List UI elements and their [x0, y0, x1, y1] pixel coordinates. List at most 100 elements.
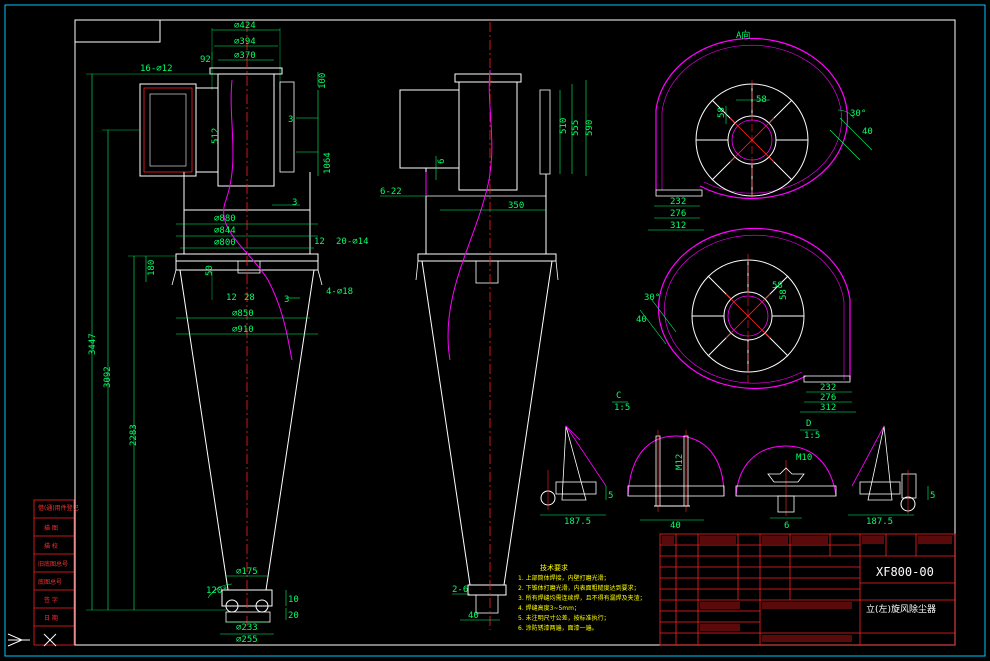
- dim-180: 180: [147, 260, 157, 276]
- details: [540, 401, 929, 521]
- dim-58b: 58: [717, 107, 727, 118]
- dim-d800: ⌀800: [214, 238, 236, 248]
- dim-d233: ⌀233: [236, 623, 258, 633]
- title-block-text: XF800-00 立(左)旋风除尘器: [866, 565, 936, 615]
- note-line-1: 1. 上部筒体焊接，内壁打磨光滑；: [518, 574, 610, 582]
- dim-1064: 1064: [323, 152, 333, 174]
- dim-58a: 58: [756, 95, 767, 105]
- title-block-cells: [662, 536, 952, 642]
- label-holes-4-18: 4-⌀18: [326, 287, 353, 297]
- dim-58c: 58: [772, 281, 783, 291]
- dim-3447: 3447: [88, 333, 98, 355]
- dim-d844: ⌀844: [214, 226, 236, 236]
- label-section-d-scale: 1:5: [804, 431, 820, 441]
- side-row-4: 旧底图总号: [38, 560, 68, 568]
- dim-d850: ⌀850: [232, 309, 254, 319]
- dim-5b: 5: [930, 491, 935, 501]
- note-line-6: 6. 涂防锈漆两遍，面漆一遍。: [518, 624, 598, 632]
- dim-312b: 312: [820, 403, 836, 413]
- dim-100: 100: [318, 73, 328, 89]
- frame-corner-tab: [75, 20, 161, 43]
- label-section-c: C: [616, 391, 621, 401]
- side-row-7: 日 期: [44, 614, 58, 622]
- dim-d255: ⌀255: [236, 635, 258, 645]
- front-view-labels: ⌀424 ⌀394 ⌀370 16-⌀12 92 100 3 512 1064 …: [88, 21, 369, 645]
- dim-6: 6: [437, 159, 447, 164]
- dim-50: 50: [205, 265, 215, 276]
- label-inlet-holes: 16-⌀12: [140, 64, 173, 74]
- label-section-c-scale: 1:5: [614, 403, 630, 413]
- dim-m10: M10: [796, 453, 812, 463]
- dim-10: 10: [288, 595, 299, 605]
- dim-187-5b: 187.5: [866, 517, 893, 527]
- dim-92: 92: [200, 55, 211, 65]
- dim-d394: ⌀394: [234, 37, 256, 47]
- label-holes-6-22: 6-22: [380, 187, 402, 197]
- dim-d370: ⌀370: [234, 51, 256, 61]
- drawing-frame: [74, 19, 956, 646]
- dim-510: 510: [559, 118, 569, 134]
- top-view-b: [639, 227, 856, 413]
- side-view-labels: 510 555 590 6 6-22 350 2-6 40: [380, 118, 595, 621]
- front-view: [86, 22, 323, 635]
- dim-2283: 2283: [129, 424, 139, 446]
- dim-30deg-b: 30°: [644, 293, 660, 303]
- side-row-3: 描 校: [44, 542, 58, 550]
- side-view: [380, 22, 587, 630]
- label-flange-holes: 20-⌀14: [336, 237, 369, 247]
- dim-3a: 3: [288, 115, 293, 125]
- dim-d175: ⌀175: [236, 567, 258, 577]
- left-side-table-labels: 借(通)用件登记 描 图 描 校 旧底图总号 底图总号 签 字 日 期: [38, 504, 79, 622]
- dim-187-5a: 187.5: [564, 517, 591, 527]
- dim-40b: 40: [636, 315, 647, 325]
- dim-58d: 58: [779, 289, 789, 300]
- dim-6-detail: 6: [784, 521, 789, 531]
- note-line-2: 2. 下锥体打磨光滑，内表面粗糙度达到要求；: [518, 584, 640, 592]
- dim-40a: 40: [862, 127, 873, 137]
- dim-276b: 276: [820, 393, 836, 403]
- dim-3b: 3: [292, 198, 297, 208]
- dim-28: 28: [244, 293, 255, 303]
- crosshair-cursor-icon: [43, 633, 57, 647]
- side-row-2: 描 图: [44, 524, 58, 532]
- dim-512: 512: [211, 128, 221, 144]
- dim-d910: ⌀910: [232, 325, 254, 335]
- dim-2-6: 2-6: [452, 585, 468, 595]
- details-labels: C 1:5 D 1:5 187.5 5 40 M12 M10 6 187.5 5: [564, 391, 935, 531]
- note-line-4: 4. 焊缝高度3~5mm；: [518, 604, 580, 612]
- dim-276a: 276: [670, 209, 686, 219]
- dim-120deg: 120°: [206, 586, 228, 596]
- dim-40-detail: 40: [670, 521, 681, 531]
- top-view-a-labels: A向 58 58 30° 40 232 276 312: [670, 29, 873, 231]
- dim-3c: 3: [284, 295, 289, 305]
- dim-3092: 3092: [103, 366, 113, 388]
- dim-d424: ⌀424: [234, 21, 256, 31]
- dim-232a: 232: [670, 197, 686, 207]
- top-view-b-labels: 58 58 30° 40 232 276 312: [636, 281, 836, 413]
- dim-40: 40: [468, 611, 479, 621]
- side-row-6: 签 字: [44, 596, 58, 604]
- dim-d880: ⌀880: [214, 214, 236, 224]
- dim-555: 555: [571, 120, 581, 136]
- drawing-number: XF800-00: [876, 565, 934, 579]
- dim-590: 590: [585, 120, 595, 136]
- dim-20: 20: [288, 611, 299, 621]
- label-section-d: D: [806, 419, 811, 429]
- dim-350: 350: [508, 201, 524, 211]
- dim-m12: M12: [675, 454, 685, 470]
- dim-232b: 232: [820, 383, 836, 393]
- dim-12a: 12: [314, 237, 325, 247]
- title-block: [659, 533, 956, 646]
- label-view-a: A向: [736, 29, 750, 41]
- sheet-border: [4, 4, 986, 657]
- note-line-3: 3. 所有焊缝均需连续焊，且不得有漏焊及夹渣；: [518, 594, 646, 602]
- dim-30deg-a: 30°: [850, 109, 866, 119]
- top-view-a: [648, 37, 873, 231]
- notes-title: 技术要求: [540, 563, 568, 572]
- side-row-1: 借(通)用件登记: [38, 504, 79, 512]
- side-row-5: 底图总号: [38, 578, 62, 586]
- left-side-table: [33, 499, 75, 646]
- technical-notes: 技术要求 1. 上部筒体焊接，内壁打磨光滑； 2. 下锥体打磨光滑，内表面粗糙度…: [518, 563, 646, 632]
